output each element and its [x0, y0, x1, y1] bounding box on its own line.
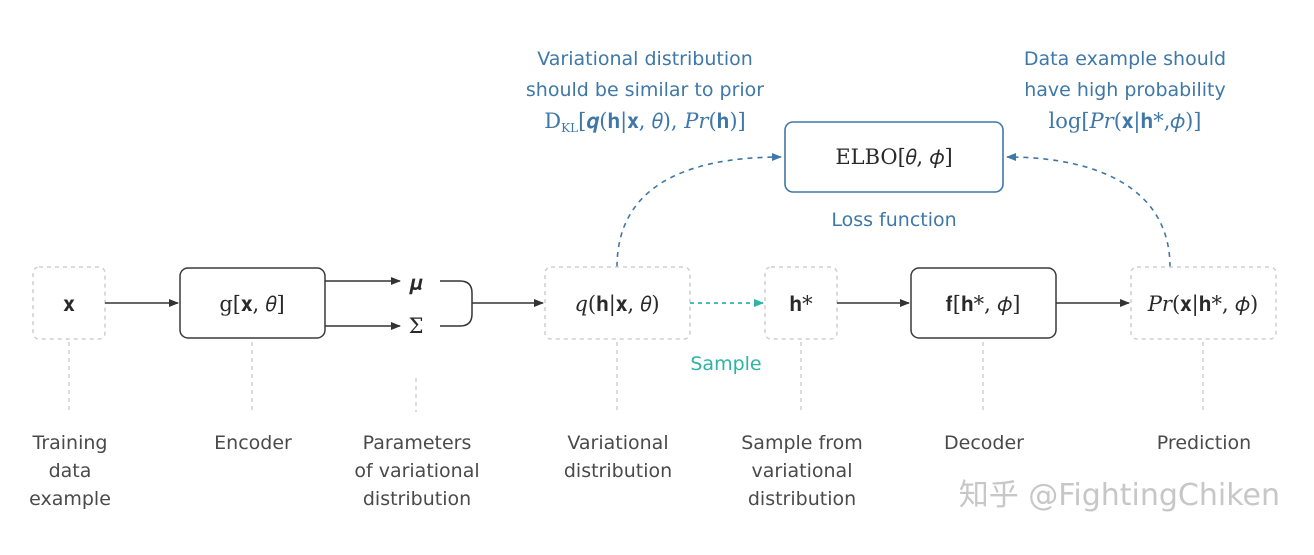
caption-variational: Variational distribution — [564, 432, 672, 482]
caption-prediction: Prediction — [1157, 432, 1251, 454]
svg-text:distribution: distribution — [363, 488, 471, 510]
data-annotation-line2: have high probability — [1024, 79, 1226, 101]
hstar-label: 𝐡* — [789, 292, 813, 316]
svg-text:distribution: distribution — [564, 460, 672, 482]
svg-text:data: data — [49, 460, 92, 482]
caption-sample-from: Sample from variational distribution — [741, 432, 863, 510]
loss-function-label: Loss function — [831, 209, 956, 231]
prediction-label: 𝑃𝑟(𝐱|𝐡*, 𝜙) — [1147, 292, 1258, 317]
input-x: 𝐱 — [63, 292, 75, 316]
svg-text:Variational: Variational — [567, 432, 668, 454]
svg-text:variational: variational — [752, 460, 853, 482]
likelihood-loss-arrow — [1006, 153, 1171, 268]
svg-text:Parameters: Parameters — [363, 432, 472, 454]
svg-text:distribution: distribution — [748, 488, 856, 510]
svg-text:of variational: of variational — [354, 460, 479, 482]
caption-training: Training data example — [29, 432, 111, 510]
svg-text:Training: Training — [32, 432, 108, 454]
variational-node-box — [544, 266, 691, 340]
variational-q: 𝑞(𝐡|𝐱, 𝜃) — [574, 292, 659, 317]
watermark: 知乎 @FightingChiken — [959, 478, 1280, 513]
encoder-label: g[𝐱, 𝜃] — [219, 292, 284, 316]
elbo-label: ELBO[𝜃, 𝜙] — [835, 145, 952, 169]
svg-text:example: example — [29, 488, 111, 510]
svg-text:Sample from: Sample from — [741, 432, 863, 454]
caption-encoder: Encoder — [214, 432, 292, 454]
kl-loss-arrow — [616, 153, 782, 268]
elbo-box — [784, 121, 1004, 193]
brace-bracket — [440, 280, 473, 327]
caption-decoder: Decoder — [944, 432, 1024, 454]
decoder-label: 𝐟[𝐡*, 𝜙] — [946, 292, 1021, 316]
svg-text:Prediction: Prediction — [1157, 432, 1251, 454]
svg-text:Encoder: Encoder — [214, 432, 292, 454]
caption-params: Parameters of variational distribution — [354, 432, 479, 510]
mu-label: 𝝁 — [409, 271, 423, 295]
sample-label: Sample — [690, 353, 761, 375]
sigma-label: Σ — [409, 314, 424, 338]
kl-annotation-line1: Variational distribution — [537, 48, 753, 70]
data-annotation-line1: Data example should — [1024, 48, 1226, 70]
data-formula: log[𝑃𝑟(𝐱|𝐡*,𝜙)] — [1049, 109, 1202, 134]
encoder-box — [179, 267, 326, 339]
prediction-node-box — [1130, 266, 1277, 340]
kl-formula: DKL[𝒒(𝐡|𝐱, 𝜃), 𝑃𝑟(𝐡)] — [544, 109, 745, 135]
svg-text:Decoder: Decoder — [944, 432, 1024, 454]
kl-annotation-line2: should be similar to prior — [526, 79, 764, 101]
